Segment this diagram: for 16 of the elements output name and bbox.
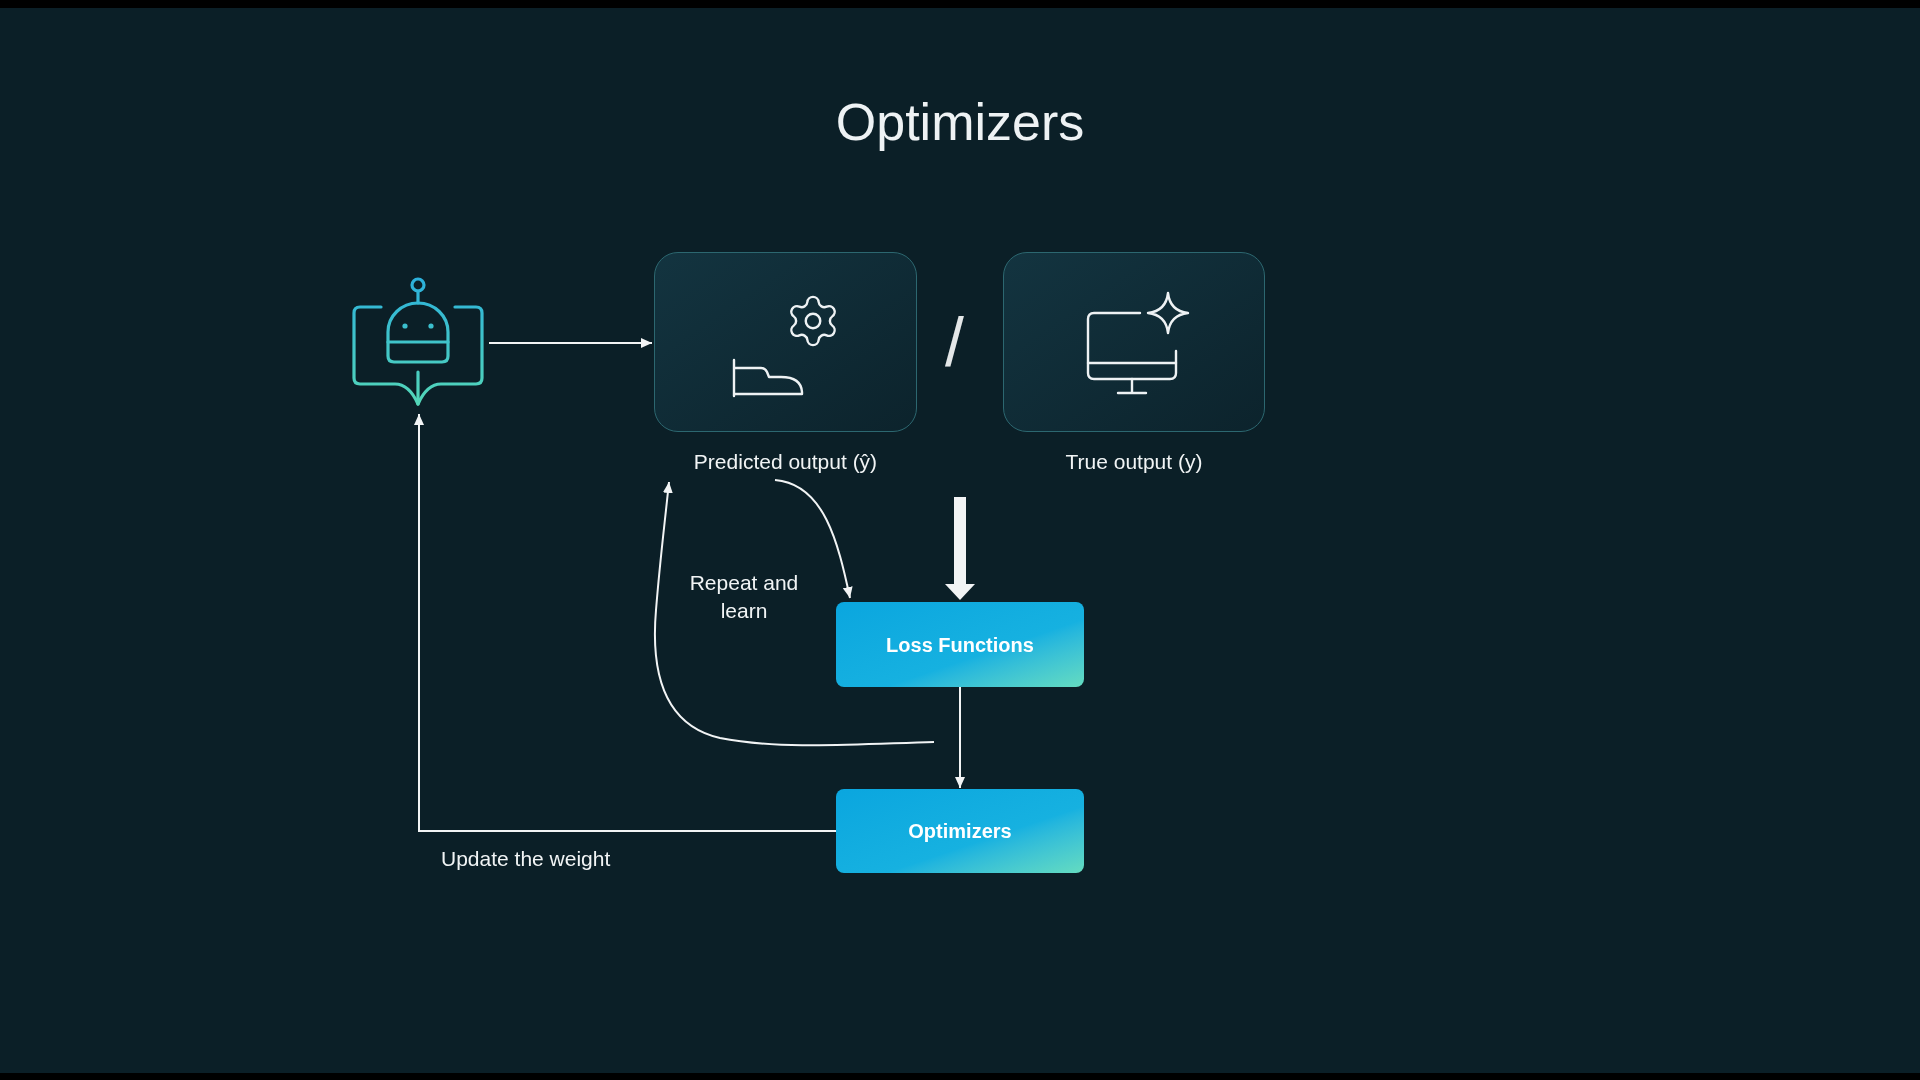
card-caption: True output (y): [1065, 449, 1203, 475]
curved-arrow: [654, 481, 935, 747]
card-caption: Predicted output (ŷ): [693, 449, 878, 475]
process-box: [836, 602, 1084, 687]
slide-title: Optimizers: [835, 92, 1085, 153]
box-label: Optimizers: [908, 819, 1012, 844]
curved-arrow: [774, 479, 853, 599]
process-box: [836, 789, 1084, 873]
arrow: [955, 686, 965, 789]
slash-label: /: [945, 303, 964, 382]
loop-label: Repeat and learn: [688, 570, 800, 624]
box-label: Loss Functions: [886, 632, 1034, 658]
elbow-arrow: [414, 413, 837, 832]
thick-arrow: [945, 497, 975, 600]
arrow: [488, 338, 653, 348]
edge-label: Update the weight: [441, 846, 611, 872]
